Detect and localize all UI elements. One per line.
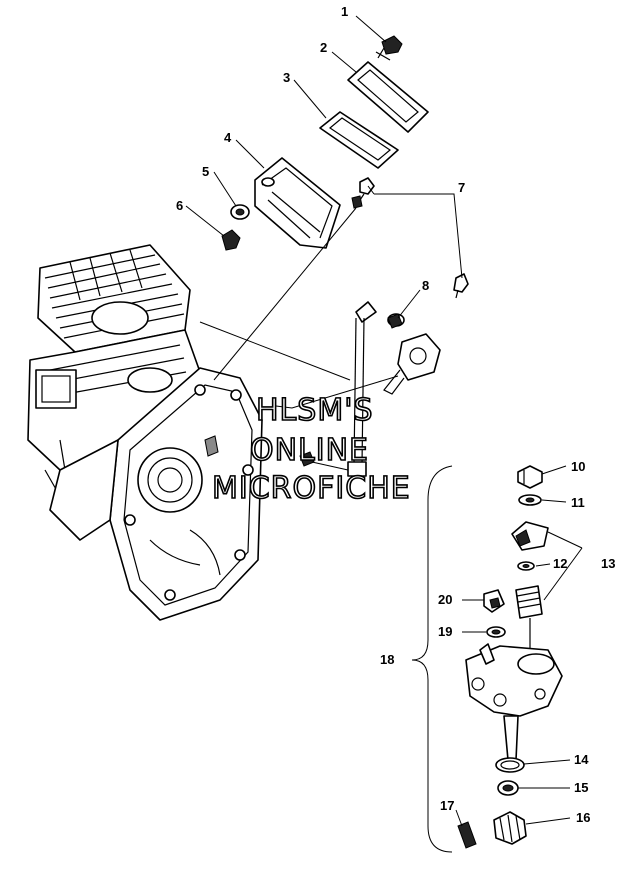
breather-cover-part-2 bbox=[347, 61, 429, 133]
crankcase-flange bbox=[109, 367, 263, 621]
washer-part-5 bbox=[230, 204, 250, 220]
drive-plate-part-13 bbox=[511, 521, 549, 551]
callout-labels: 1 2 3 4 5 6 7 8 10 11 12 13 14 15 16 17 … bbox=[176, 4, 615, 825]
watermark: HLSM'S ONLINE MICROFICHE bbox=[211, 392, 411, 507]
spacer-part-12 bbox=[517, 561, 535, 571]
nut-part-10 bbox=[517, 465, 543, 489]
callout-19: 19 bbox=[438, 624, 452, 639]
callout-12: 12 bbox=[553, 556, 567, 571]
watermark-line-3: MICROFICHE bbox=[212, 471, 411, 506]
callout-13: 13 bbox=[601, 556, 615, 571]
nut-part-6 bbox=[221, 229, 241, 251]
callout-2: 2 bbox=[320, 40, 327, 55]
gasket-part-3 bbox=[319, 111, 399, 169]
clamp-part-8 bbox=[387, 313, 405, 329]
crankcase-lower bbox=[49, 439, 119, 541]
callout-10: 10 bbox=[571, 459, 585, 474]
callout-7: 7 bbox=[458, 180, 465, 195]
callout-15: 15 bbox=[574, 780, 588, 795]
callout-1: 1 bbox=[341, 4, 348, 19]
callout-8: 8 bbox=[422, 278, 429, 293]
callout-17: 17 bbox=[440, 798, 454, 813]
washer-part-15 bbox=[497, 780, 519, 796]
callout-18: 18 bbox=[380, 652, 394, 667]
callout-20: 20 bbox=[438, 592, 452, 607]
callout-4: 4 bbox=[224, 130, 232, 145]
callout-3: 3 bbox=[283, 70, 290, 85]
leader-lines bbox=[185, 15, 583, 853]
callout-11: 11 bbox=[571, 495, 585, 510]
gear-part-16 bbox=[493, 811, 527, 845]
engine-block bbox=[27, 244, 263, 621]
watermark-line-2: ONLINE bbox=[250, 433, 369, 468]
breather-housing-part-4 bbox=[254, 157, 341, 249]
washer-part-11 bbox=[518, 494, 542, 506]
cylinder-head-fins bbox=[37, 244, 191, 353]
o-ring-part-14 bbox=[495, 757, 525, 773]
callout-5: 5 bbox=[202, 164, 209, 179]
callout-6: 6 bbox=[176, 198, 183, 213]
washer-part-19 bbox=[486, 626, 506, 638]
callout-16: 16 bbox=[576, 810, 590, 825]
oil-pump-body bbox=[465, 643, 563, 761]
breather-tube-part-7 bbox=[347, 177, 469, 477]
pin-part-17 bbox=[457, 821, 477, 849]
spring-gear bbox=[515, 585, 543, 650]
watermark-line-1: HLSM'S bbox=[256, 393, 374, 428]
screw-part-1 bbox=[375, 35, 403, 61]
fitting-part-20 bbox=[483, 589, 505, 613]
callout-14: 14 bbox=[574, 752, 589, 767]
breather-valve bbox=[383, 333, 441, 395]
